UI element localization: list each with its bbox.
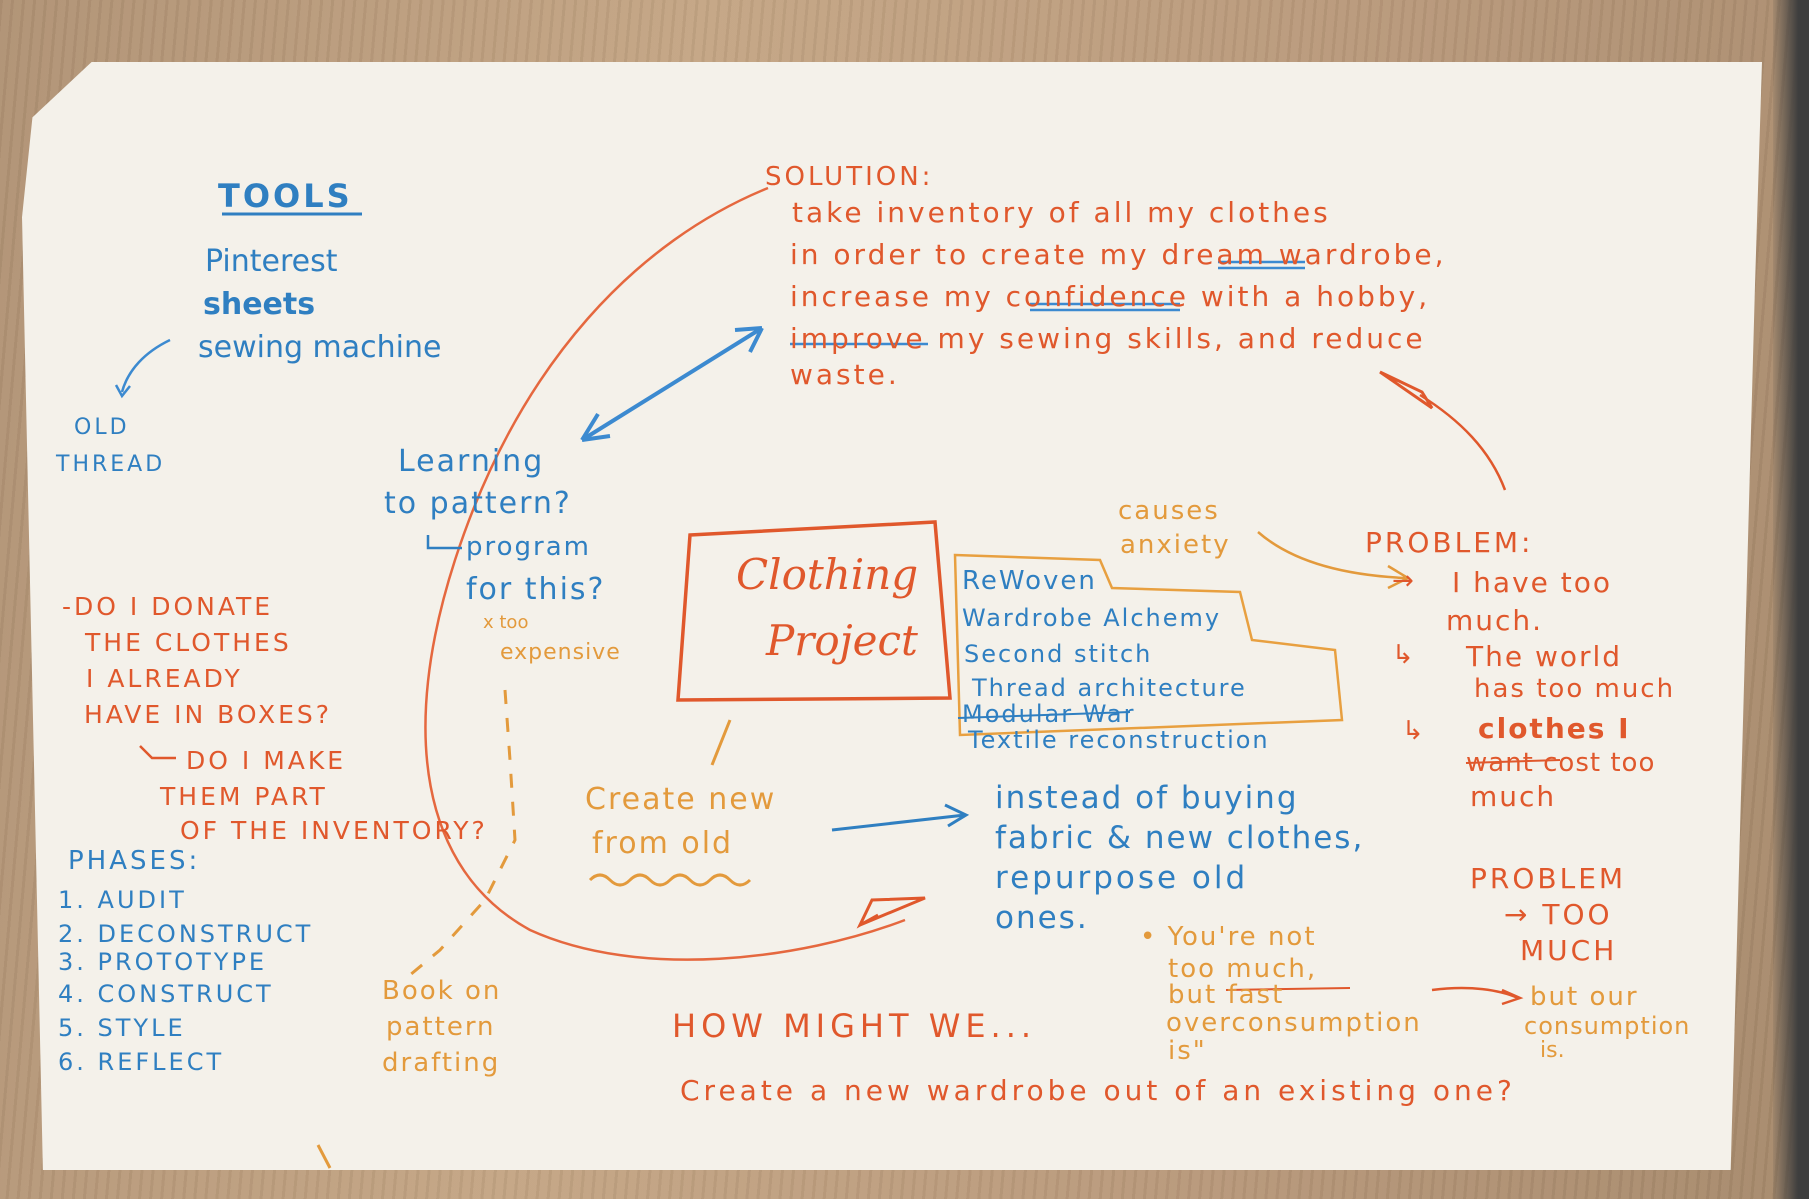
problem-arrow [1419,393,1507,491]
wavy-underline [588,873,752,887]
problem-item: The world [1466,640,1623,673]
instead-line: repurpose old [995,860,1249,896]
expensive-note: expensive [500,640,621,665]
solution-title: SOLUTION: [765,162,934,192]
orange-paper-plane [856,896,926,929]
donate-line: I ALREADY [86,664,243,693]
blue-double-arrow [580,326,764,442]
phase-item: 5. STYLE [58,1014,186,1042]
solution-line: increase my confidence with a hobby, [790,280,1431,313]
book-note: Book on [382,976,502,1006]
solution-line: in order to create my dream wardrobe, [790,238,1447,271]
phase-item: 4. CONSTRUCT [58,980,274,1008]
quote-arrow [1431,986,1524,1006]
phase-item: 1. AUDIT [58,886,187,914]
phase-item: 2. DECONSTRUCT [58,920,314,948]
problem-item: clothes I [1478,712,1631,745]
name-idea: Wardrobe Alchemy [962,604,1222,632]
phase-item: 3. PROTOTYPE [58,948,268,976]
solution-line: take inventory of all my clothes [792,196,1331,229]
hmw-question: Create a new wardrobe out of an existing… [680,1074,1516,1107]
problem-arrow-glyph: ↳ [1402,716,1424,746]
problem-item: I have too [1452,566,1612,599]
donate-line: HAVE IN BOXES? [84,700,333,729]
name-idea: Textile reconstruction [968,726,1270,754]
solution-line: waste. [790,358,900,391]
problem-arrow-glyph: ↳ [1392,640,1414,670]
causes-note: causes [1118,496,1220,526]
instead-line: fabric & new clothes, [995,820,1365,856]
quote-line: • You're not [1140,922,1317,952]
quote-line: is" [1168,1036,1207,1066]
name-idea: Modular War [962,700,1136,728]
book-note: pattern [386,1012,496,1042]
causes-arrow [1257,531,1411,590]
project-title: Clothing [736,550,919,599]
donate-line: -DO I DONATE [62,592,274,621]
create-new-line: from old [592,826,734,861]
tools-title: TOOLS [218,177,353,215]
name-idea: Second stitch [964,640,1153,668]
problem-arrow-glyph: → [1392,566,1414,596]
problem-item: want cost too [1466,748,1656,778]
book-note: drafting [382,1048,501,1078]
tools-item: sewing machine [198,330,442,365]
create-new-line: Create new [585,782,777,817]
dashed-book-line [409,689,517,977]
problem2-sub: consumption [1524,1012,1691,1040]
orange-loop-arrow [424,186,906,961]
problem2-line: → TOO [1504,898,1613,931]
learning-line: to pattern? [384,486,572,521]
desk-shadow [1773,0,1809,1199]
phase-item: 6. REFLECT [58,1048,225,1076]
expensive-note: x too [483,612,529,633]
donate-sub: OF THE INVENTORY? [180,816,488,845]
problem-item: has too much [1474,674,1676,704]
problem-item: much. [1446,604,1544,637]
quote-line: but fast [1168,980,1285,1010]
names-bubble [953,553,1344,737]
problem2-sub: but our [1530,982,1639,1012]
problem2-line: PROBLEM [1470,862,1627,895]
causes-note: anxiety [1120,530,1231,560]
project-box [676,520,952,702]
project-title: Project [766,616,918,665]
learning-sub: for this? [466,572,606,607]
tools-item: sheets [203,287,316,322]
blue-instead-arrow [831,803,970,832]
old-thread-label: THREAD [56,452,166,477]
learning-line: Learning [398,444,545,479]
solution-line: improve my sewing skills, and reduce [790,322,1426,355]
problem2-line: MUCH [1520,934,1618,967]
tools-item: Pinterest [205,244,338,279]
problem-title: PROBLEM: [1365,526,1534,559]
hmw-title: HOW MIGHT WE... [672,1007,1037,1045]
quote-line: overconsumption [1166,1008,1422,1038]
name-idea: ReWoven [962,566,1097,596]
instead-line: ones. [995,900,1089,936]
box-connector [710,719,732,766]
donate-sub: DO I MAKE [186,746,347,775]
learning-sub: program [466,532,591,562]
phases-title: PHASES: [68,846,201,876]
instead-line: instead of buying [995,780,1299,816]
problem2-sub: is. [1540,1038,1565,1063]
donate-line: THE CLOTHES [85,628,292,657]
donate-sub: THEM PART [160,782,328,811]
quote-line: too much, [1168,954,1318,984]
paper-sheet [22,62,1762,1170]
blue-tools-arrow [114,338,171,399]
name-idea: Thread architecture [972,674,1247,702]
old-thread-label: OLD [74,415,130,440]
problem-item: much [1470,780,1557,813]
